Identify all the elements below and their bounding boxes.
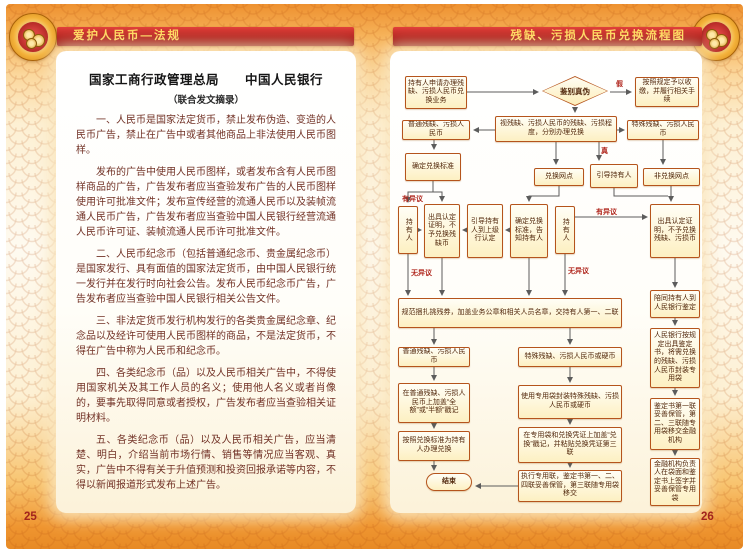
fc-node-do-exchange: 按照兑换标准为持有人办理兑换 [398,431,470,461]
document-subtitle: （联合发文摘录） [167,95,244,106]
rmb-emblem-left [9,13,57,61]
paragraph: 四、各类纪念币（品）以及人民币相关广告中，不得使用国家机关及其工作人员的名义；使… [76,368,336,424]
fc-node-ordinary-note: 普通残缺、污损人民币 [402,120,470,140]
fc-node-inform-standard: 确定兑换标准，告知持有人 [510,204,548,258]
page-number-right: 26 [701,511,714,523]
paragraph: 发布的广告中使用人民币图样，或者发布含有人民币图样商品的广告，广告发布者应当查验… [76,167,336,238]
fc-node-guide-holder: 引导持有人 [590,164,638,188]
fc-node-stamp-full-half: 在普通残缺、污损人民币上加盖“全额”或“半额”戳记 [398,383,470,423]
fc-node-issue-cert-left: 出具认定证明，不予兑换残缺币 [424,204,460,258]
fc-node-exchange-outlet: 兑换网点 [534,168,584,186]
edge-label-objection-left: 有异议 [402,196,423,203]
fc-node-voucher-copies: 执行专用联，鉴定书第一、二、四联妥善保管，第三联随专用袋移交 [518,470,622,502]
left-page: 国家工商行政管理总局 中国人民银行 （联合发文摘录） 一、人民币是国家法定货币，… [56,51,356,513]
left-chapter-header: 爱护人民币—法规 [57,27,354,46]
fc-node-apply: 持有人申请办理残缺、污损人民币兑换业务 [405,76,467,109]
flowchart-connectors [405,89,678,489]
fc-node-set-standard: 确定兑换标准 [405,153,461,181]
paragraph: 一、人民币是国家法定货币，禁止发布伪造、变造的人民币广告，禁止在广告中或者其他商… [76,115,336,156]
exchange-flowchart: 持有人申请办理残缺、污损人民币兑换业务 鉴别真伪 按照规定予以收缴，并履行相关手… [390,52,702,512]
fc-node-holder-left: 持有人 [398,206,418,254]
fc-node-pboc-appraisal: 人民银行按规定出具鉴定书，将需兑换的残缺、污损人民币封装专用袋 [650,328,700,388]
fc-node-ordinary-note-2: 普通残缺、污损人民币 [398,347,470,367]
regulation-document: 国家工商行政管理总局 中国人民银行 （联合发文摘录） 一、人民币是国家法定货币，… [56,51,356,513]
edge-label-objection-right: 有异议 [596,209,617,216]
right-chapter-header: 残缺、污损人民币兑换流程图 [393,27,702,46]
edge-label-no-objection-right: 无异议 [568,268,589,275]
fc-node-accompany-to-pboc: 陪同持有人到人民银行鉴定 [650,290,700,318]
page-number-left: 25 [24,511,37,523]
paragraph: 三、非法定货币发行机构发行的各类贵金属纪念章、纪念品以及经许可使用人民币图样的商… [76,316,336,357]
edge-label-false: 假 [616,81,623,88]
fc-node-issue-cert-right: 出具认定证明，不予兑换残缺、污损币 [650,204,700,258]
fc-node-bundle-stamp: 规范捆扎挑残券，加盖业务公章和相关人员名章，交持有人第一、二联 [398,298,622,328]
fc-node-guide-to-higher-bank: 引导持有人到上级行认定 [467,204,503,258]
edge-label-no-objection-left: 无异议 [411,270,432,277]
coin-icon [709,38,720,49]
fc-node-holder-right: 持有人 [555,206,575,254]
paragraph: 二、人民币纪念币（包括普通纪念币、贵金属纪念币）是国家发行、具有面值的国家法定货… [76,249,336,305]
fc-node-confiscate: 按照规定予以收缴，并履行相关手续 [635,77,699,107]
fc-node-stamp-bag-exchange: 在专用袋和兑换凭证上加盖“兑换”戳记，并粘贴兑换凭证第三联 [518,427,622,463]
fc-node-manager-sign: 金融机构负责人在袋面和鉴定书上签字并妥善保管专用袋 [650,458,700,506]
fc-node-keep-appraisal-copies: 鉴定书第一联妥善保管，第二、三联随专用袋移交金融机构 [650,398,700,450]
paragraph: 五、各类纪念币（品）以及人民币相关广告，应当清楚、明白，介绍当前市场行情、销售等… [76,435,336,491]
fc-node-special-note: 特殊残缺、污损人民币 [627,120,699,140]
document-title: 国家工商行政管理总局 中国人民银行 [88,73,323,87]
coin-icon [26,38,37,49]
fc-node-seal-special-bag: 使用专用袋封装特殊残缺、污损人民币或硬币 [518,385,622,419]
fc-node-end: 结束 [426,473,472,491]
edge-label-true: 真 [601,148,608,155]
fc-node-assess-degree: 视残缺、污损人民币的残缺、污损程度，分别办理兑换 [495,116,617,142]
fc-node-non-exchange-outlet: 非兑换网点 [643,168,700,186]
fc-node-special-note-2: 特殊残缺、污损人民币或硬币 [518,347,622,367]
